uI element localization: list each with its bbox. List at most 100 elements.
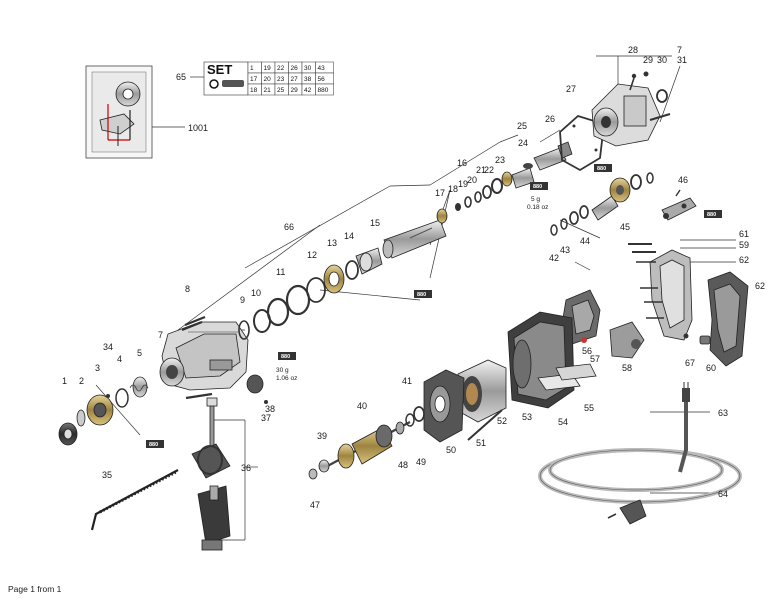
part-number-label: 49	[416, 457, 426, 467]
set-callout-label: 65	[176, 72, 186, 82]
part-number-label: 34	[103, 342, 113, 352]
svg-text:880: 880	[417, 292, 426, 298]
set-table-cell: 42	[304, 87, 312, 94]
part-number-label: 26	[545, 114, 555, 124]
part-number-label: 53	[522, 412, 532, 422]
set-table-cell: 20	[264, 76, 272, 83]
part-number-label: 38	[265, 404, 275, 414]
label-plates	[537, 363, 597, 391]
part-number-label: 9	[240, 295, 245, 305]
part-number-label: 3	[95, 363, 100, 373]
part-number-label: 10	[251, 288, 261, 298]
set-table-cell: 21	[264, 87, 272, 94]
ring-stack	[238, 247, 383, 340]
part-number-label: 42	[549, 253, 559, 263]
part-number-label: 56	[582, 346, 592, 356]
part-number-label: 24	[518, 138, 528, 148]
part-number-label: 11	[276, 267, 285, 277]
part-number-label: 61	[739, 229, 749, 239]
motor-housing	[507, 311, 575, 409]
part-number-label: 29	[643, 55, 653, 65]
part-number-label: 1	[62, 376, 67, 386]
set-table-cell-box	[315, 83, 334, 96]
set-table-cell: 27	[291, 76, 299, 83]
inset-detail	[85, 65, 185, 159]
part-number-label: 17	[435, 188, 445, 198]
part-number-label: 2	[79, 376, 84, 386]
depth-stop-parts	[246, 374, 268, 404]
part-number-label: 27	[566, 84, 576, 94]
chuck-parts	[58, 376, 149, 446]
part-number-label: 12	[307, 250, 317, 260]
part-number-label: 57	[590, 354, 600, 364]
part-number-label: 58	[622, 363, 632, 373]
depth-gauge	[90, 469, 179, 531]
hammer-tube	[382, 208, 448, 259]
set-table-cell: 26	[291, 65, 299, 72]
motor-flange	[591, 71, 671, 147]
part-number-label: 40	[357, 401, 367, 411]
set-table-cell: 25	[277, 87, 285, 94]
part-number-label: 47	[310, 500, 320, 510]
gasket	[559, 114, 605, 172]
switch-parts	[561, 289, 645, 359]
part-number-label: 7	[158, 330, 163, 340]
part-number-label: 45	[620, 222, 630, 232]
armature	[308, 406, 425, 480]
set-table-cell: 23	[277, 76, 285, 83]
part-number-label: 35	[102, 470, 112, 480]
part-number-label: 37	[261, 413, 271, 423]
side-handle	[191, 397, 231, 551]
part-number-label: 55	[584, 403, 594, 413]
part-number-label: 4	[117, 354, 122, 364]
inset-callout-label: 1001	[188, 123, 208, 133]
part-number-label: 15	[370, 218, 380, 228]
part-number-label: 52	[497, 416, 507, 426]
part-number-label: 39	[317, 431, 327, 441]
set-table-cell: 880	[318, 87, 329, 94]
part-number-label: 62	[755, 281, 765, 291]
set-table-cell: 19	[264, 65, 272, 72]
part-number-label: 64	[718, 489, 728, 499]
svg-text:880: 880	[597, 166, 606, 172]
part-number-label: 7	[677, 45, 682, 55]
part-number-label: 50	[446, 445, 456, 455]
svg-text:880: 880	[533, 184, 542, 190]
part-number-label: 66	[284, 222, 294, 232]
part-number-label: 22	[484, 165, 494, 175]
part-number-label: 13	[327, 238, 337, 248]
fan-baffle	[423, 369, 465, 443]
set-table-cell: 56	[318, 76, 326, 83]
intermediate-shaft	[550, 172, 654, 236]
part-number-label: 59	[739, 240, 749, 250]
part-number-label: 44	[580, 236, 590, 246]
part-number-label: 67	[685, 358, 695, 368]
grease-amount-large: 30 g	[276, 367, 289, 374]
set-table-cell: 22	[277, 65, 285, 72]
power-cord	[538, 382, 742, 525]
switch-lever	[661, 189, 697, 221]
part-number-label: 63	[718, 408, 728, 418]
part-number-label: 62	[739, 255, 749, 265]
part-number-label: 51	[476, 438, 486, 448]
part-number-label: 5	[137, 348, 142, 358]
set-table-cell: 18	[250, 87, 258, 94]
part-number-label: 25	[517, 121, 527, 131]
screw-parts	[181, 315, 213, 400]
part-number-label: 21	[476, 165, 486, 175]
set-table-cell: 30	[304, 65, 312, 72]
part-number-label: 20	[467, 175, 477, 185]
grease-tags: 880 5 g 0.18 oz 880 880 880 880 30 g 1.0…	[146, 164, 722, 448]
svg-text:880: 880	[281, 354, 290, 360]
grease-amount-small-oz: 0.18 oz	[527, 204, 548, 211]
part-number-label: 19	[458, 179, 468, 189]
small-rings	[455, 171, 513, 211]
part-number-label: 43	[560, 245, 570, 255]
set-table-cell: 1	[250, 65, 254, 72]
part-number-label: 54	[558, 417, 568, 427]
part-number-label: 28	[628, 45, 638, 55]
part-number-label: 14	[344, 231, 354, 241]
